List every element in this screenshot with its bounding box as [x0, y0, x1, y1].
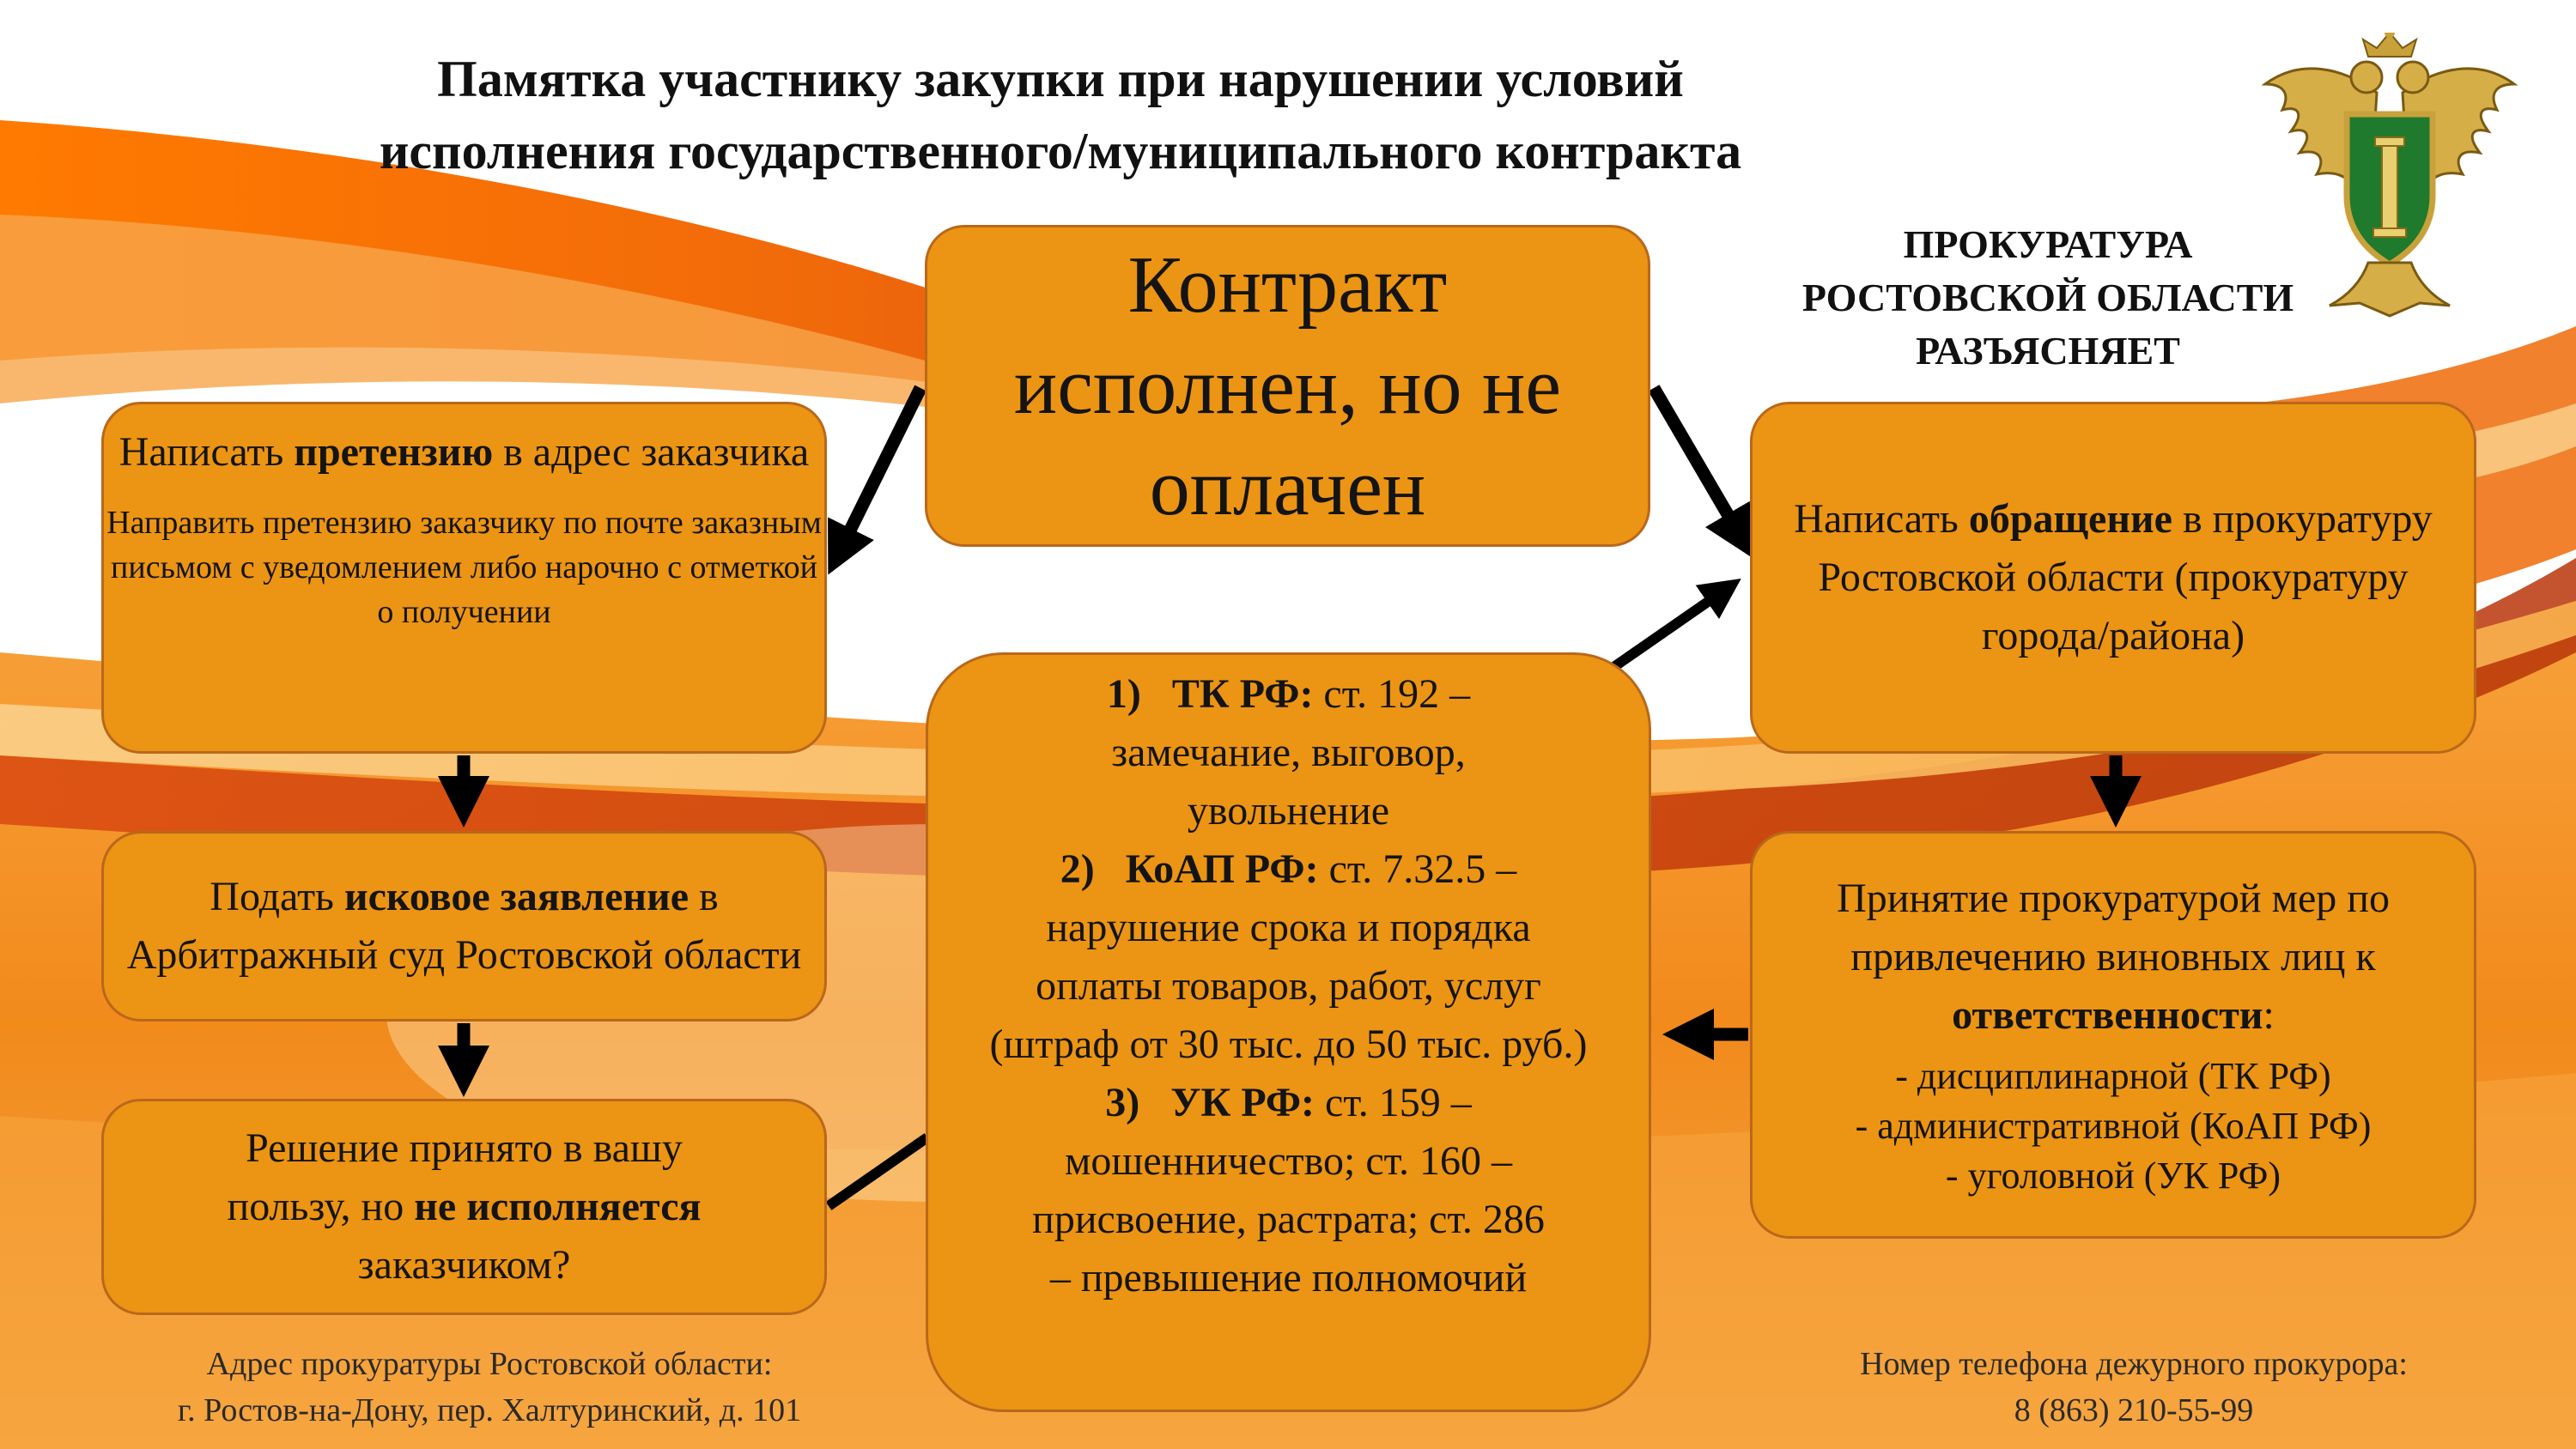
- appeal-pre: Написать: [1794, 496, 1969, 542]
- footer-address: Адрес прокуратуры Ростовской области: г.…: [94, 1341, 884, 1434]
- claim-heading: Написать претензию в адрес заказчика: [119, 423, 809, 482]
- law-item: 2) КоАП РФ: ст. 7.32.5 – нарушение срока…: [928, 840, 1649, 1074]
- law-item: 3) УК РФ: ст. 159 – мошенничество; ст. 1…: [928, 1074, 1649, 1307]
- lawsuit-pre: Подать: [210, 874, 344, 919]
- claim-post: в адрес заказчика: [493, 429, 810, 475]
- lawsuit-post: в Арбитражный суд Ростовской области: [126, 874, 802, 978]
- decision-line-1: Решение принято в вашу: [246, 1125, 683, 1171]
- law-item: 1) ТК РФ: ст. 192 – замечание, выговор, …: [928, 665, 1649, 840]
- center-line-3: оплачен: [1149, 442, 1426, 532]
- lawsuit-bold: исковое заявление: [343, 874, 690, 919]
- org-line-2: РОСТОВСКОЙ ОБЛАСТИ: [1801, 276, 2294, 319]
- law-item-num: 2): [1060, 846, 1095, 892]
- footer-phone: Номер телефона дежурного прокурора: 8 (8…: [1769, 1341, 2499, 1434]
- phone-label: Номер телефона дежурного прокурора:: [1860, 1346, 2408, 1382]
- box-measures: Принятие прокуратурой мер по привлечению…: [1750, 831, 2476, 1239]
- decision-line-2: пользу, но не исполняется: [228, 1178, 702, 1236]
- law-item-code: КоАП РФ:: [1125, 846, 1319, 892]
- title-line-1: Памятка участнику закупки при нарушении …: [437, 51, 1684, 107]
- decision-line-3: заказчиком?: [357, 1242, 571, 1288]
- center-line-2: исполнен, но не: [1013, 341, 1562, 431]
- prosecutor-emblem-icon: [2261, 33, 2518, 318]
- law-item-num: 1): [1106, 671, 1141, 717]
- org-line-1: ПРОКУРАТУРА: [1903, 222, 2193, 266]
- law-item-num: 3): [1105, 1080, 1140, 1125]
- decision-bold: не исполняется: [414, 1184, 702, 1229]
- law-item-article: ст. 7.32.5 –: [1318, 846, 1517, 892]
- law-item-article: ст. 159 –: [1315, 1080, 1472, 1125]
- law-item-code: УК РФ:: [1170, 1080, 1315, 1125]
- law-item-article: ст. 192 –: [1313, 671, 1471, 717]
- appeal-post: в прокуратуру Ростовской области (прокур…: [1818, 496, 2433, 658]
- title-line-2: исполнения государственного/муниципально…: [379, 123, 1742, 179]
- measures-bold: ответственности: [1952, 991, 2263, 1038]
- law-item-head: 3) УК РФ: ст. 159 –: [928, 1074, 1649, 1132]
- box-appeal: Написать обращение в прокуратуру Ростовс…: [1750, 402, 2476, 754]
- law-item-code: ТК РФ:: [1171, 671, 1314, 717]
- measures-text: Принятие прокуратурой мер по привлечению…: [1753, 870, 2474, 1045]
- claim-note: Направить претензию заказчику по почте з…: [106, 505, 822, 630]
- measures-colon: :: [2263, 991, 2275, 1038]
- appeal-text: Написать обращение в прокуратуру Ростовс…: [1753, 490, 2474, 665]
- org-line-3: РАЗЪЯСНЯЕТ: [1916, 329, 2180, 373]
- claim-pre: Написать: [118, 429, 295, 475]
- law-item-body: нарушение срока и порядка оплаты товаров…: [989, 905, 1588, 1067]
- phone-value: 8 (863) 210-55-99: [2014, 1392, 2254, 1428]
- measures-item: - уголовной (УК РФ): [1945, 1154, 2281, 1197]
- page-title: Памятка участнику закупки при нарушении …: [258, 43, 1863, 187]
- measures-pre: Принятие прокуратурой мер по привлечению…: [1837, 875, 2390, 979]
- law-item-body: мошенничество; ст. 160 – присвоение, рас…: [1032, 1138, 1545, 1300]
- law-item-head: 2) КоАП РФ: ст. 7.32.5 –: [928, 840, 1649, 899]
- box-lawsuit: Подать исковое заявление в Арбитражный с…: [101, 831, 827, 1022]
- claim-bold: претензию: [294, 429, 494, 475]
- center-line-1: Контракт: [1127, 239, 1448, 330]
- box-claim: Написать претензию в адрес заказчика Нап…: [101, 402, 827, 754]
- org-label: ПРОКУРАТУРА РОСТОВСКОЙ ОБЛАСТИ РАЗЪЯСНЯЕ…: [1769, 218, 2327, 378]
- box-contract-unpaid: Контракт исполнен, но не оплачен: [925, 225, 1650, 547]
- address-value: г. Ростов-на-Дону, пер. Халтуринский, д.…: [177, 1392, 802, 1428]
- box-decision: Решение принято в вашу пользу, но не исп…: [101, 1099, 827, 1315]
- measures-list: - дисциплинарной (ТК РФ) - административ…: [1856, 1052, 2372, 1201]
- law-item-body: замечание, выговор, увольнение: [1111, 730, 1466, 834]
- decision-pre: пользу, но: [227, 1184, 415, 1229]
- law-item-head: 1) ТК РФ: ст. 192 –: [928, 665, 1649, 724]
- appeal-bold: обращение: [1968, 496, 2172, 542]
- box-law-articles: 1) ТК РФ: ст. 192 – замечание, выговор, …: [926, 652, 1651, 1412]
- lawsuit-text: Подать исковое заявление в Арбитражный с…: [104, 868, 824, 985]
- measures-item: - административной (КоАП РФ): [1855, 1104, 2372, 1147]
- address-label: Адрес прокуратуры Ростовской области:: [206, 1346, 773, 1382]
- measures-item: - дисциплинарной (ТК РФ): [1895, 1054, 2331, 1097]
